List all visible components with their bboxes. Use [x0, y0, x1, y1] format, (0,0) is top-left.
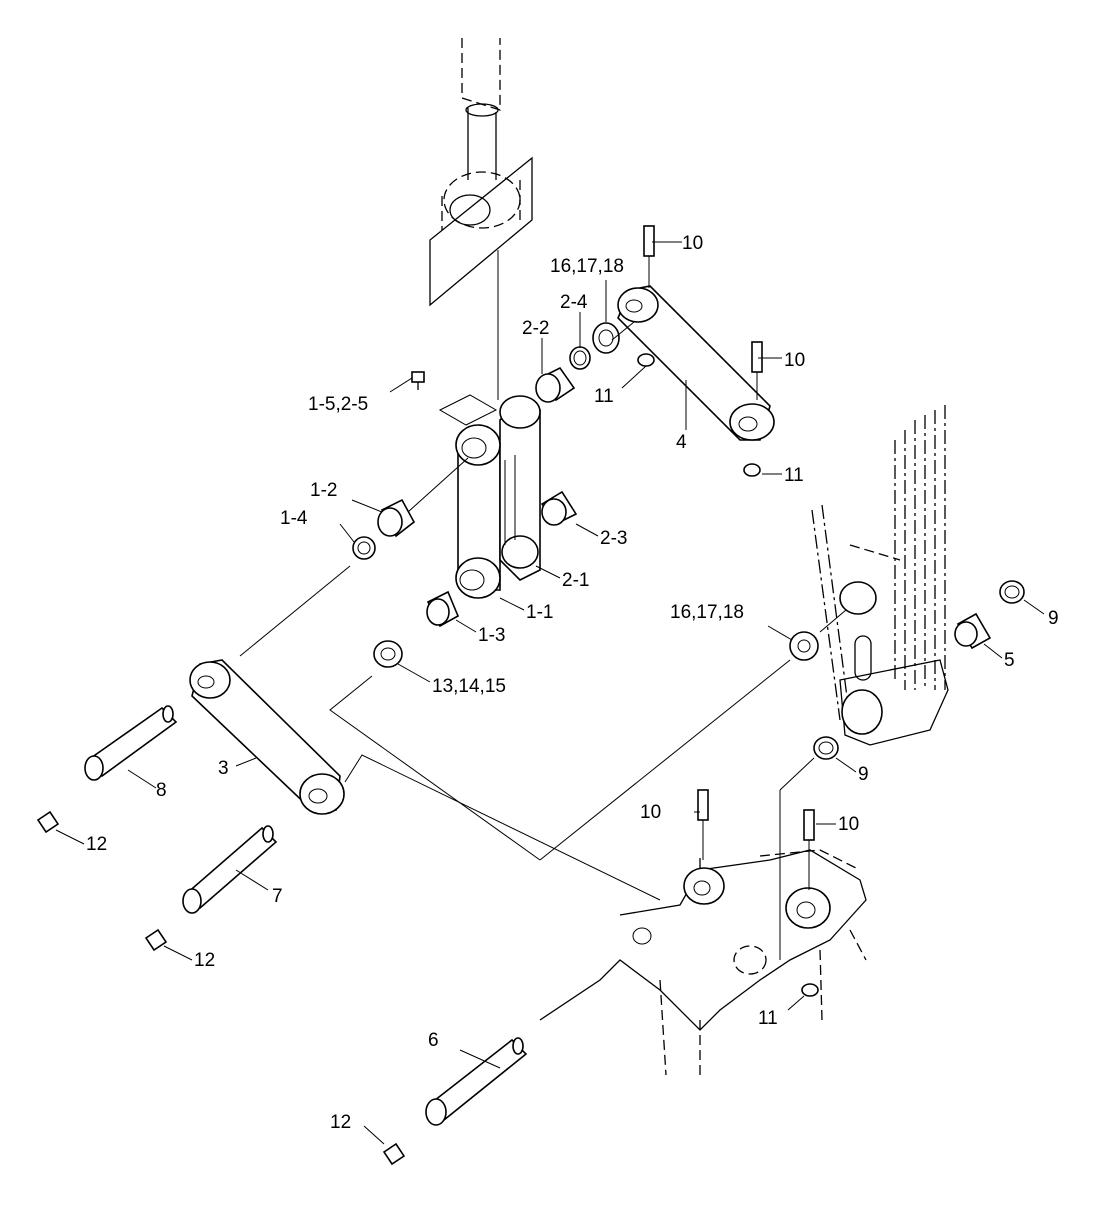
callout-12-a: 12 — [86, 834, 107, 855]
cylinder-rod-phantom — [429, 38, 533, 400]
callout-4: 4 — [676, 432, 687, 453]
callout-2-4: 2-4 — [560, 292, 588, 313]
callout-11-c: 11 — [758, 1008, 778, 1029]
callout-3: 3 — [218, 758, 229, 779]
callout-1-3: 1-3 — [478, 625, 505, 646]
callout-2-2: 2-2 — [522, 318, 549, 339]
bushing-2-3 — [540, 490, 578, 526]
shim-13-14-15 — [373, 640, 403, 668]
bushing-1-2 — [377, 498, 416, 538]
seal-9-b — [813, 736, 839, 760]
grease-fitting-12-b — [144, 928, 168, 952]
callout-5: 5 — [1004, 650, 1015, 671]
callout-2-3: 2-3 — [600, 528, 627, 549]
callout-12-c: 12 — [330, 1112, 351, 1133]
seal-1-4 — [352, 536, 376, 560]
callout-11-a: 11 — [594, 386, 614, 407]
assembly-lines — [239, 321, 847, 960]
pin-7 — [182, 825, 278, 914]
shim-16-17-18-a — [592, 322, 620, 354]
link-4 — [617, 285, 775, 441]
ring-11-b — [743, 463, 761, 477]
callout-10-a: 10 — [682, 233, 703, 254]
bushing-1-3 — [426, 590, 460, 628]
callout-16-17-18-a: 16,17,18 — [550, 256, 624, 277]
callout-1-2: 1-2 — [310, 480, 337, 501]
pin-10-a — [643, 225, 655, 288]
shim-16-17-18-b — [789, 631, 819, 661]
ring-11-c — [801, 983, 819, 997]
grease-fitting-12-a — [36, 810, 60, 834]
callout-1-5-2-5: 1-5,2-5 — [308, 394, 368, 415]
callout-1-1: 1-1 — [526, 602, 553, 623]
pin-6 — [425, 1037, 528, 1126]
callout-1-4: 1-4 — [280, 508, 308, 529]
link-3 — [189, 659, 345, 815]
callout-10-d: 10 — [838, 814, 859, 835]
grease-fitting-12-c — [382, 1142, 406, 1166]
callout-7: 7 — [272, 886, 283, 907]
leader-lines — [55, 241, 1045, 1145]
arm-end-phantom — [539, 849, 867, 1080]
link-assembly — [438, 394, 541, 599]
pin-10-c — [697, 789, 709, 860]
callout-11-b: 11 — [784, 465, 804, 486]
callout-12-b: 12 — [194, 950, 215, 971]
bucket-phantom — [811, 405, 949, 746]
callout-10-c: 10 — [640, 802, 661, 823]
bushing-5 — [954, 612, 992, 650]
bushing-2-2 — [535, 366, 576, 403]
callout-2-1: 2-1 — [562, 570, 589, 591]
pin-8 — [84, 705, 178, 781]
seal-9-a — [999, 580, 1025, 604]
callout-9-b: 9 — [858, 764, 869, 785]
pin-10-d — [803, 809, 815, 890]
pin-10-b — [751, 341, 763, 400]
callout-labels: 1-5,2-5 10 16,17,18 2-4 2-2 10 11 4 11 1… — [86, 233, 1059, 1133]
bolt-1-5-2-5 — [411, 371, 425, 390]
callout-6: 6 — [428, 1030, 439, 1051]
callout-13-14-15: 13,14,15 — [432, 676, 506, 697]
seal-2-4 — [569, 346, 591, 370]
callout-16-17-18-b: 16,17,18 — [670, 602, 744, 623]
callout-10-b: 10 — [784, 350, 805, 371]
callout-9-a: 9 — [1048, 608, 1059, 629]
callout-8: 8 — [156, 780, 167, 801]
ring-11-a — [637, 353, 655, 367]
